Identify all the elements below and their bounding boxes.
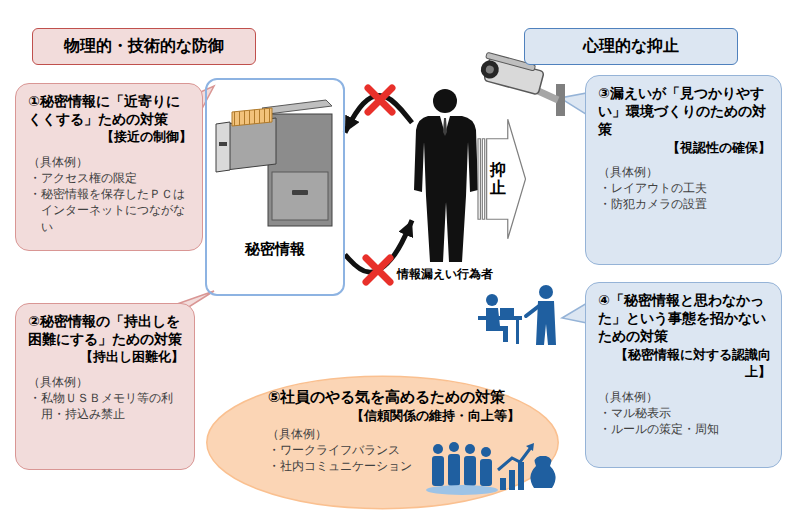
person-icon	[433, 444, 443, 454]
person-icon	[539, 285, 553, 299]
person-icon	[480, 459, 492, 486]
node-heading: 秘密情報	[207, 240, 343, 259]
growth-arrow	[498, 446, 532, 470]
pointing-arm	[526, 306, 539, 316]
cabinet-top	[262, 100, 332, 114]
node-text: ・アクセス権の限定	[28, 170, 192, 186]
chart-bar	[509, 470, 515, 490]
person-icon	[465, 444, 475, 454]
person-icon	[486, 308, 508, 342]
desk-icon	[516, 320, 519, 344]
person-icon	[448, 454, 460, 486]
laptop-icon	[500, 308, 514, 316]
camera-lens	[485, 65, 495, 75]
node-text: ・ワークライフバランス	[253, 442, 520, 458]
folders	[232, 108, 272, 126]
node-heading: ①秘密情報に「近寄りにくくする」ための対策	[28, 92, 192, 128]
curved-arrow	[345, 220, 412, 272]
arrow-stripe	[478, 139, 480, 220]
node-text: ・マル秘表示	[598, 405, 771, 421]
arrow-stripe	[482, 139, 484, 220]
node-text: ・ルールの策定・周知	[598, 421, 771, 437]
drawer-handle	[292, 190, 308, 195]
node-text: ・秘密情報を保存したＰＣはインターネットにつながない	[28, 186, 192, 235]
node-text: 【持出し困難化】	[28, 348, 184, 366]
node-text: （具体例）	[28, 154, 192, 170]
node-text: 【接近の制御】	[28, 128, 192, 146]
cross-mark	[366, 88, 392, 282]
node-text: 【秘密情報に対する認識向上】	[598, 346, 771, 381]
callout-box: ②秘密情報の「持出しを困難にする」ための対策【持出し困難化】 （具体例）・私物ＵＳ…	[15, 303, 195, 470]
node-text: （具体例）	[253, 426, 520, 442]
desk-icon	[478, 316, 522, 320]
node-text: （具体例）	[598, 164, 771, 180]
callout-box: ③漏えいが「見つかりやすい」環境づくりのための対策【視認性の確保】 （具体例）・レ…	[585, 75, 782, 265]
section-header: 物理的・技術的な防御	[32, 28, 256, 65]
cross-mark	[366, 258, 390, 282]
person-tie	[443, 118, 447, 136]
person-icon	[481, 447, 491, 457]
drawer-front	[216, 122, 230, 172]
growth-arrow	[526, 443, 534, 451]
person-icon	[486, 294, 498, 306]
section-header: 心理的な抑止	[524, 28, 738, 65]
person-icon	[464, 456, 476, 486]
node-text: （具体例）	[598, 389, 771, 405]
person-icon	[432, 456, 444, 486]
person-icon	[536, 301, 556, 345]
cross-mark	[368, 88, 392, 112]
node-text: ・私物ＵＳＢメモリ等の利用・持込み禁止	[28, 390, 184, 422]
node-heading: 物理的・技術的な防御	[64, 36, 224, 57]
ellipse-shape	[207, 376, 558, 508]
node-text: ・防犯カメラの設置	[598, 196, 771, 212]
node-heading: ②秘密情報の「持出しを困難にする」ための対策	[28, 312, 184, 348]
person-body	[414, 116, 478, 262]
staff-icon	[432, 442, 492, 486]
actor-figure: 情報漏えい行為者	[412, 88, 478, 262]
open-drawer	[226, 118, 276, 170]
node-text: （具体例）	[28, 374, 184, 390]
drawer-handle	[219, 142, 227, 146]
cabinet-body	[268, 114, 332, 226]
node-heading: 心理的な抑止	[583, 36, 679, 57]
arrow-shape	[487, 119, 526, 239]
secret-info-box: 秘密情報	[205, 78, 345, 296]
node-text: ・レイアウトの工夫	[598, 180, 771, 196]
cabinet-drawer	[272, 172, 328, 220]
node-heading: ③漏えいが「見つかりやすい」環境づくりのための対策	[598, 84, 771, 139]
callout-box: ①秘密情報に「近寄りにくくする」ための対策【接近の制御】 （具体例）・アクセス権の…	[15, 83, 203, 251]
person-icon	[449, 442, 459, 452]
block-arrow: 抑止	[478, 118, 526, 240]
node-heading: ④「秘密情報と思わなかった」という事態を招かないための対策	[598, 291, 771, 346]
bar-chart-icon	[500, 462, 524, 490]
chart-bar	[518, 462, 524, 490]
node-heading: ⑤社員のやる気を高めるための対策	[253, 387, 520, 407]
money-bag-icon	[530, 456, 555, 488]
node-text: ・社内コミュニケーション	[253, 458, 520, 474]
platform-icon	[426, 485, 498, 495]
chart-bar	[500, 478, 506, 490]
ellipse-box: ⑤社員のやる気を高めるための対策【信頼関係の維持・向上等】（具体例）・ワークライ…	[205, 375, 560, 510]
node-text: 【信頼関係の維持・向上等】	[253, 407, 520, 425]
node-heading: 情報漏えい行為者	[397, 266, 493, 283]
node-heading: 抑止	[490, 161, 506, 196]
node-text: 【視認性の確保】	[598, 139, 771, 157]
person-head	[433, 89, 457, 113]
camera-lens	[479, 59, 501, 81]
callout-box: ④「秘密情報と思わなかった」という事態を招かないための対策【秘密情報に対する認識…	[585, 282, 782, 468]
